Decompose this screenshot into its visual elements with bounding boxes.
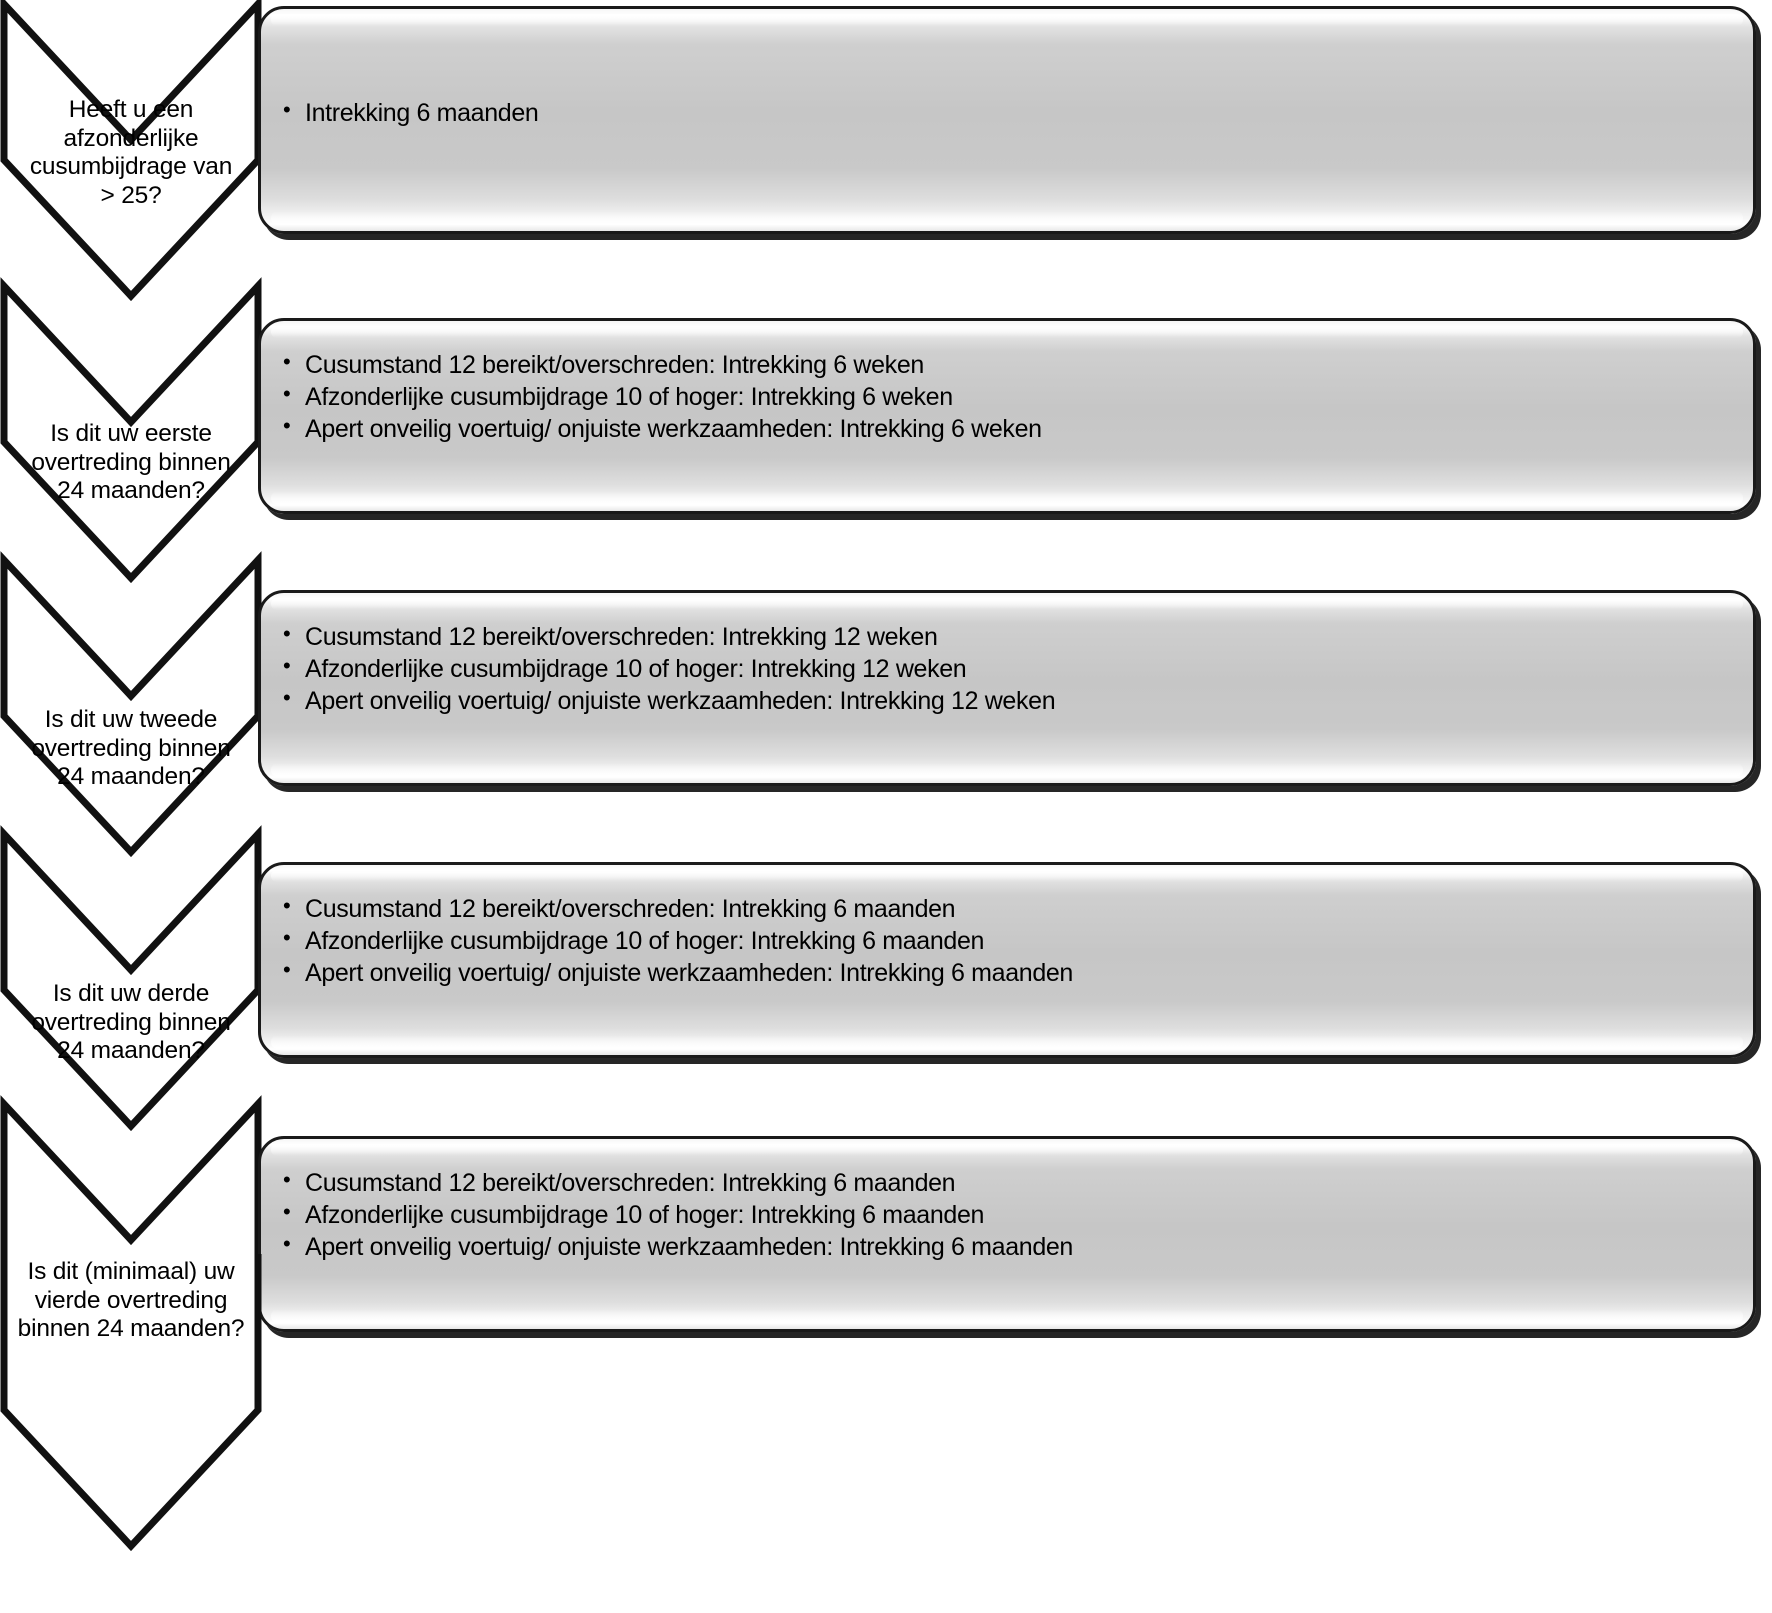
chevron-tail-icon — [0, 1254, 262, 1552]
outcome-panel-3[interactable]: Cusumstand 12 bereikt/overschreden: Intr… — [258, 590, 1756, 786]
decision-chevron-1[interactable]: Heeft u een afzonderlijke cusumbijdrage … — [0, 0, 262, 302]
decision-chevron-4[interactable]: Is dit uw derde overtreding binnen 24 ma… — [0, 825, 262, 1132]
chevron-line: > 25? — [100, 181, 162, 209]
chevron-line: vierde overtreding — [34, 1286, 228, 1314]
chevron-line: afzonderlijke — [63, 124, 199, 152]
decision-chevron-3-label: Is dit uw tweede overtreding binnen 24 m… — [0, 706, 262, 792]
decision-chevron-4-label: Is dit uw derde overtreding binnen 24 ma… — [0, 980, 262, 1066]
outcome-panel-1[interactable]: Intrekking 6 maanden — [258, 6, 1756, 234]
outcome-list-5: Cusumstand 12 bereikt/overschreden: Intr… — [261, 1166, 1753, 1263]
outcome-panel-2[interactable]: Cusumstand 12 bereikt/overschreden: Intr… — [258, 318, 1756, 514]
outcome-panel-5[interactable]: Cusumstand 12 bereikt/overschreden: Intr… — [258, 1136, 1756, 1332]
outcome-item: Cusumstand 12 bereikt/overschreden: Intr… — [283, 348, 1735, 381]
chevron-line: overtreding binnen — [31, 448, 231, 476]
outcome-item: Afzonderlijke cusumbijdrage 10 of hoger:… — [283, 380, 1735, 413]
chevron-line: binnen 24 maanden? — [17, 1315, 245, 1343]
chevron-line: Heeft u een — [68, 96, 194, 123]
outcome-item: Afzonderlijke cusumbijdrage 10 of hoger:… — [283, 652, 1735, 685]
outcome-item: Intrekking 6 maanden — [283, 96, 1735, 129]
outcome-item: Afzonderlijke cusumbijdrage 10 of hoger:… — [283, 924, 1735, 957]
chevron-line: overtreding binnen — [31, 1008, 231, 1036]
outcome-list-4: Cusumstand 12 bereikt/overschreden: Intr… — [261, 892, 1753, 989]
decision-chevron-2[interactable]: Is dit uw eerste overtreding binnen 24 m… — [0, 277, 262, 584]
chevron-line: 24 maanden? — [57, 763, 205, 791]
decision-chevron-5[interactable]: Is dit (minimaal) uw vierde overtreding … — [0, 1095, 262, 1402]
chevron-line: cusumbijdrage van — [29, 153, 233, 181]
chevron-line: Is dit uw tweede — [44, 706, 218, 733]
outcome-item: Cusumstand 12 bereikt/overschreden: Intr… — [283, 892, 1735, 925]
chevron-line: 24 maanden? — [57, 1037, 205, 1065]
outcome-item: Apert onveilig voertuig/ onjuiste werkza… — [283, 684, 1735, 717]
decision-chevron-2-label: Is dit uw eerste overtreding binnen 24 m… — [0, 420, 262, 506]
chevron-line: 24 maanden? — [57, 477, 205, 505]
outcome-item: Apert onveilig voertuig/ onjuiste werkza… — [283, 956, 1735, 989]
decision-chevron-1-label: Heeft u een afzonderlijke cusumbijdrage … — [0, 96, 262, 211]
outcome-item: Cusumstand 12 bereikt/overschreden: Intr… — [283, 1166, 1735, 1199]
outcome-item: Apert onveilig voertuig/ onjuiste werkza… — [283, 1230, 1735, 1263]
outcome-list-2: Cusumstand 12 bereikt/overschreden: Intr… — [261, 348, 1753, 445]
outcome-item: Afzonderlijke cusumbijdrage 10 of hoger:… — [283, 1198, 1735, 1231]
chevron-line: Is dit uw derde — [52, 980, 210, 1007]
decision-chevron-tail — [0, 1254, 262, 1613]
chevron-line: Is dit uw eerste — [50, 420, 212, 447]
chevron-line: overtreding binnen — [31, 734, 231, 762]
chevron-line: Is dit (minimaal) uw — [27, 1258, 235, 1285]
outcome-item: Cusumstand 12 bereikt/overschreden: Intr… — [283, 620, 1735, 653]
decision-chevron-5-label: Is dit (minimaal) uw vierde overtreding … — [0, 1258, 262, 1344]
decision-chevron-3[interactable]: Is dit uw tweede overtreding binnen 24 m… — [0, 551, 262, 858]
outcome-item: Apert onveilig voertuig/ onjuiste werkza… — [283, 412, 1735, 445]
outcome-list-1: Intrekking 6 maanden — [261, 96, 1753, 129]
outcome-panel-4[interactable]: Cusumstand 12 bereikt/overschreden: Intr… — [258, 862, 1756, 1058]
outcome-list-3: Cusumstand 12 bereikt/overschreden: Intr… — [261, 620, 1753, 717]
